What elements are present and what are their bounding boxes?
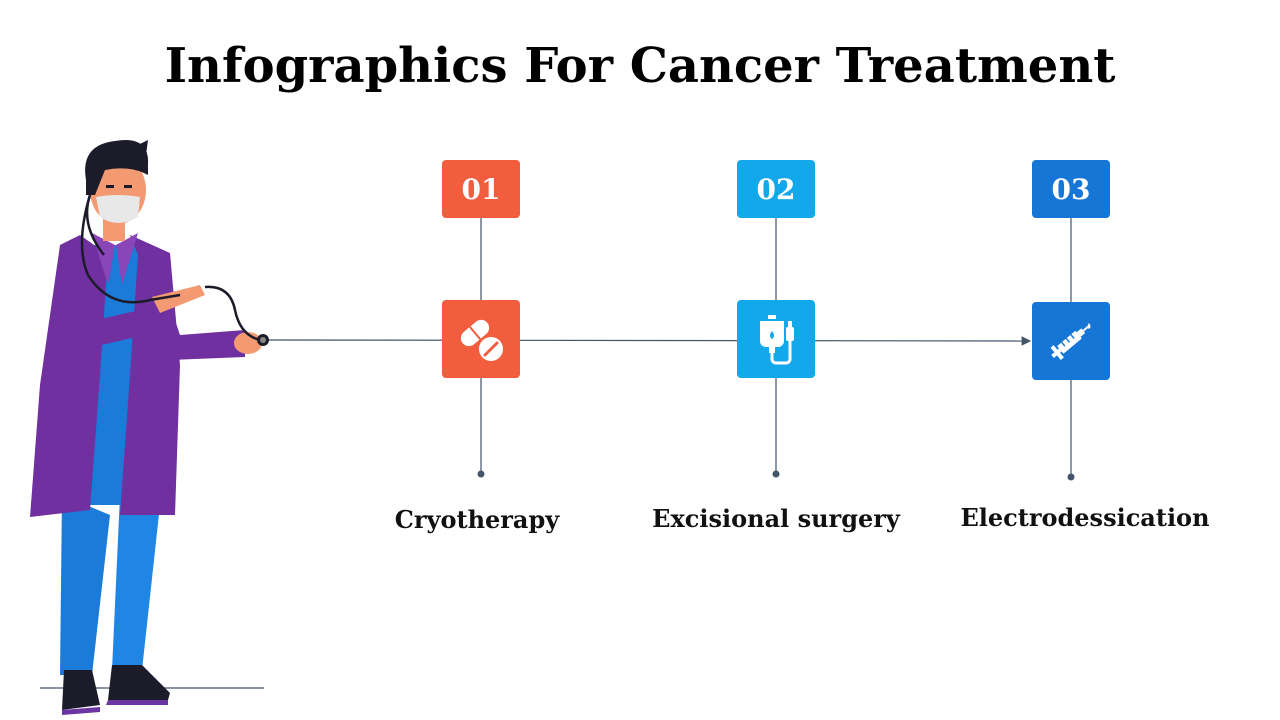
step-2-dot [772,470,780,478]
step-2-label: Excisional surgery [652,504,900,533]
step-2-icon-tile [737,300,815,378]
page-title: Infographics For Cancer Treatment [164,38,1116,94]
syringe-icon [1050,323,1091,360]
main-connector-line [264,336,1032,346]
iv-drip-icon [760,315,794,365]
step-1-dot [477,470,485,478]
step-1-icon-tile [442,300,520,378]
step-2-number-badge: 02 [737,160,815,218]
doctor-illustration [30,140,269,715]
step-3-number-badge: 03 [1032,160,1110,218]
step-3-dot [1067,473,1075,481]
step-3-label: Electrodessication [960,503,1210,532]
step-1-number-badge: 01 [442,160,520,218]
pills-icon [460,319,503,361]
step-1-label: Cryotherapy [394,505,560,534]
step-3-icon-tile [1032,302,1110,380]
